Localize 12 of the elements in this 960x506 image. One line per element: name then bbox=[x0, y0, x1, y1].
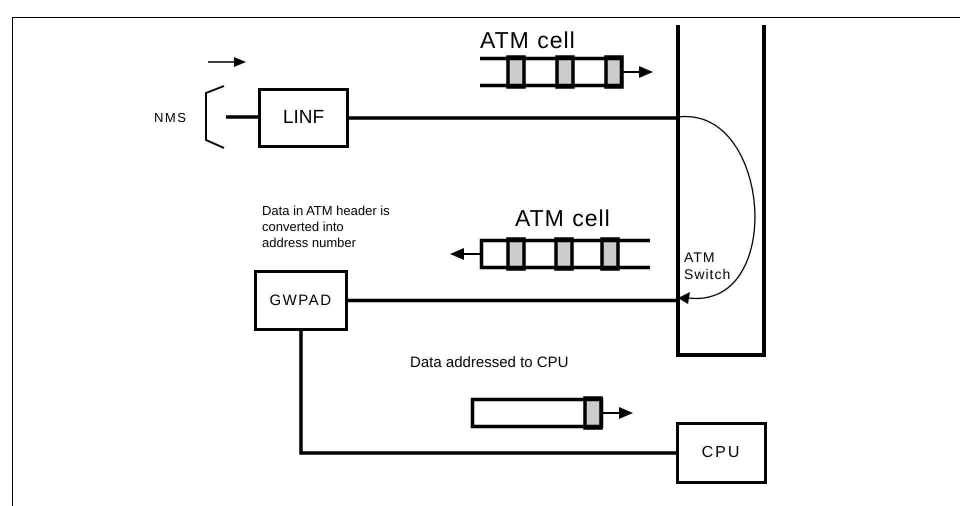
annotation-text: ATM cell bbox=[480, 27, 576, 55]
process-box: LINF bbox=[258, 88, 349, 148]
annotation-text: Data addressed to CPU bbox=[410, 354, 568, 372]
connector-line bbox=[226, 115, 258, 119]
annotation-text: Data in ATM header is converted into address number bbox=[262, 203, 390, 251]
connector-line bbox=[349, 116, 676, 120]
annotation-text: ATM cell bbox=[515, 205, 611, 233]
node-label: NMS bbox=[154, 110, 188, 124]
connector-line bbox=[299, 331, 676, 455]
connector-line bbox=[348, 298, 676, 302]
process-box: GWPAD bbox=[254, 270, 348, 331]
process-box: CPU bbox=[676, 422, 767, 484]
